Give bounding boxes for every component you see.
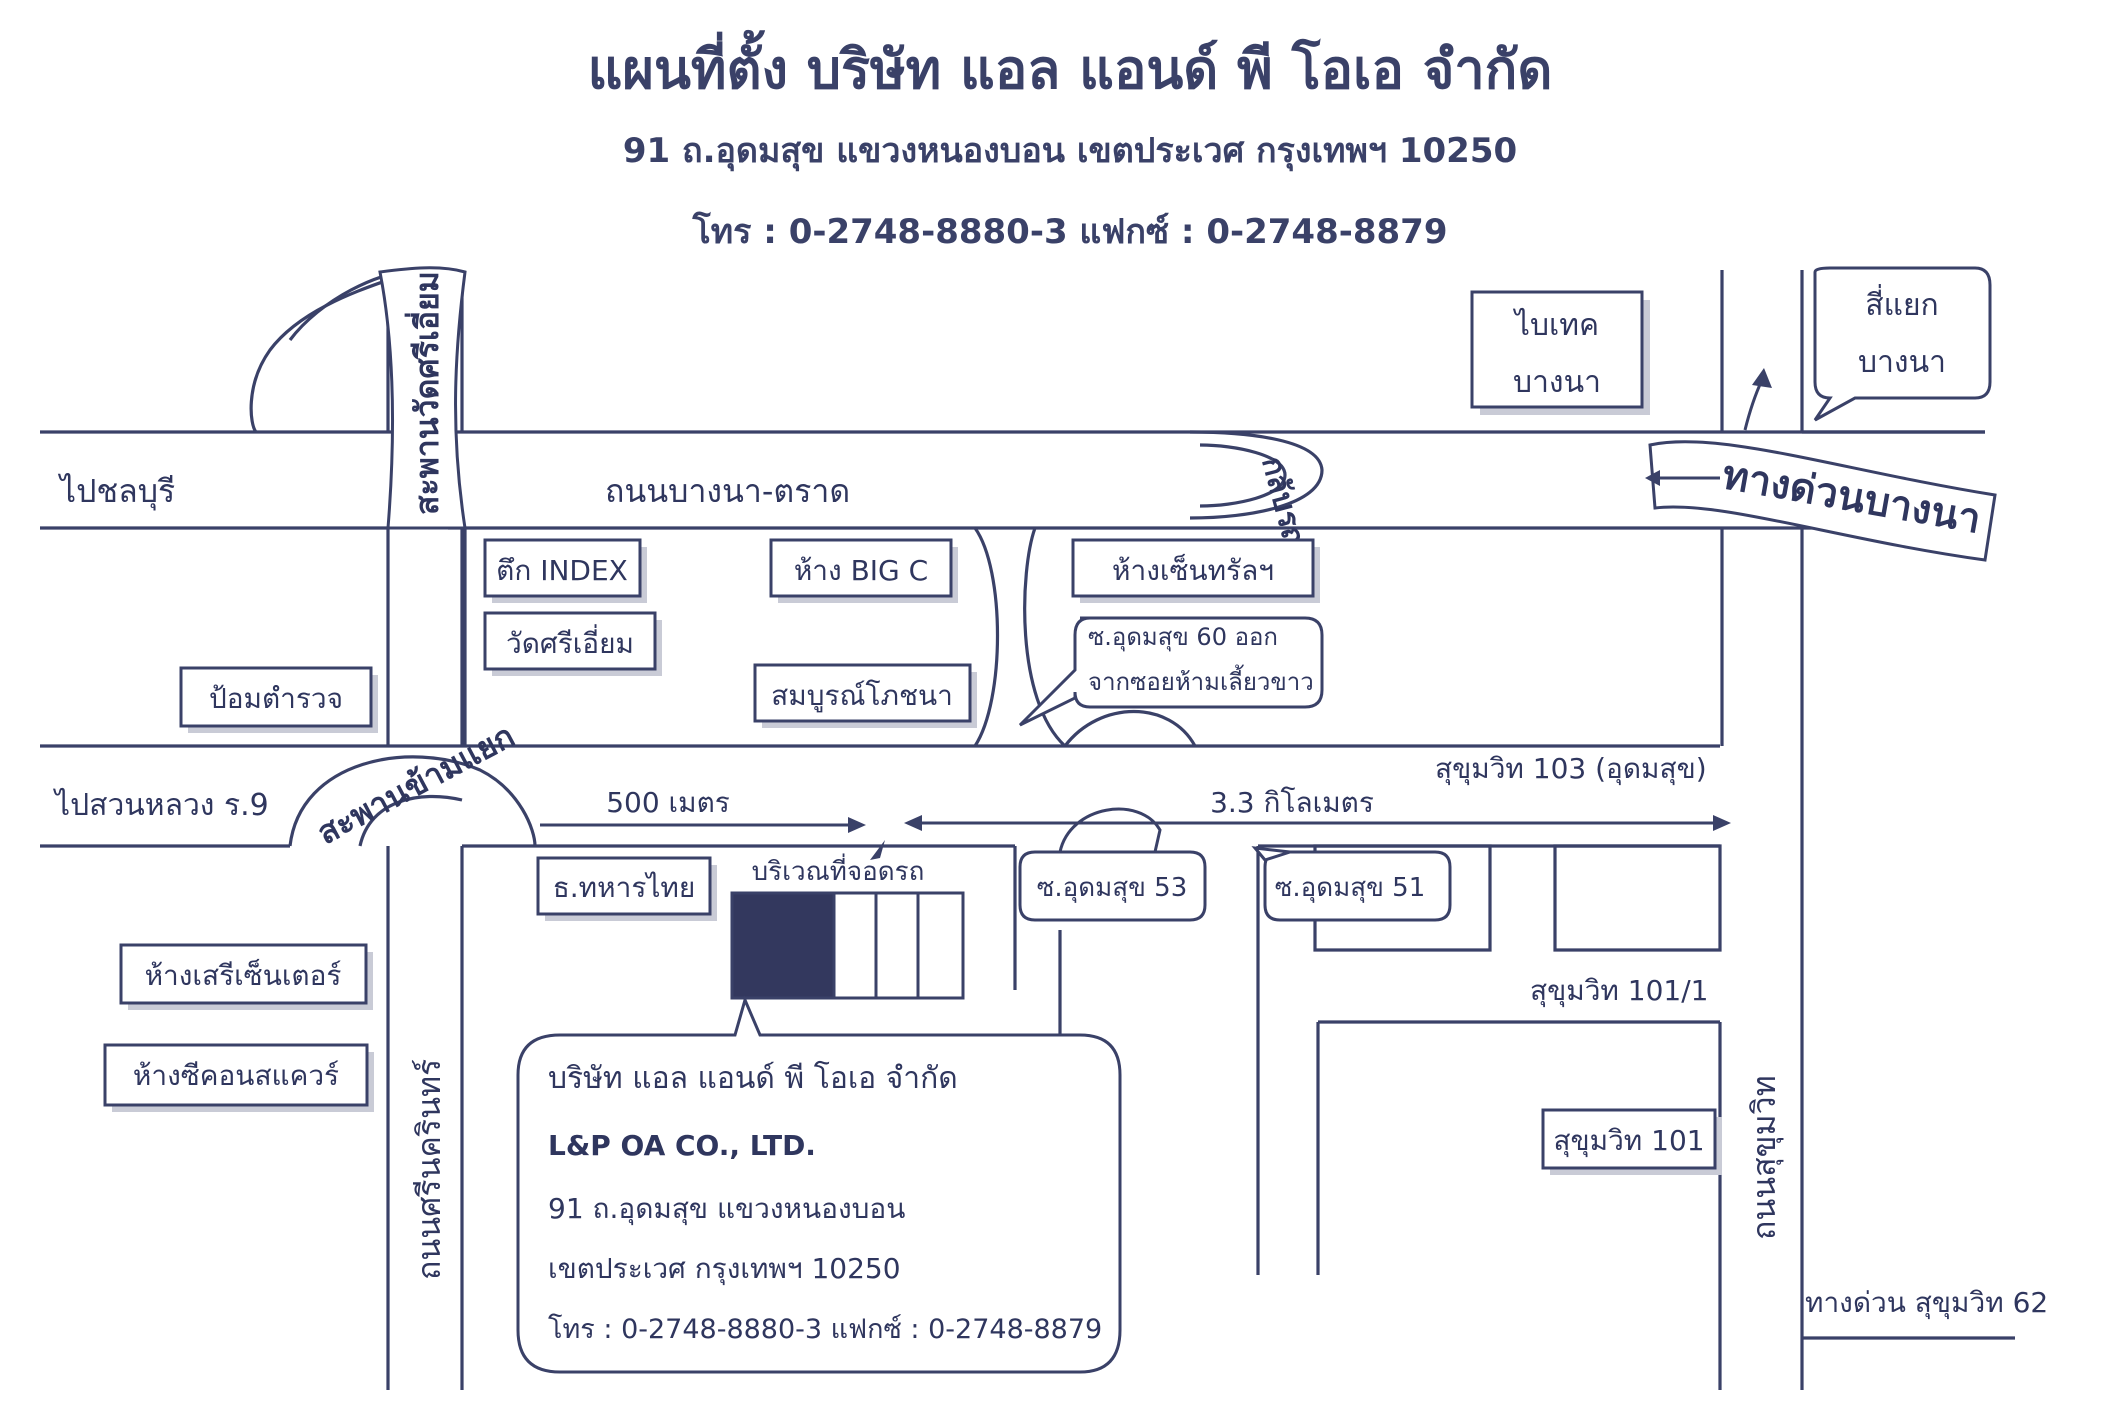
tmb-box: ธ.ทหารไทย xyxy=(536,856,717,921)
location-pin-icon xyxy=(870,840,885,860)
soi60-note-1: ซ.อุดมสุข 60 ออก xyxy=(1088,623,1278,652)
index-box: ตึก INDEX xyxy=(483,538,647,603)
sukhumvit-101-box: สุขุมวิท 101 xyxy=(1541,1108,1722,1175)
distance-500m: 500 เมตร xyxy=(606,786,730,819)
soi-53-callout: ซ.อุดมสุข 53 xyxy=(1018,807,1207,922)
company-address: 91 ถ.อุดมสุข แขวงหนองบอน เขตประเวศ กรุงเ… xyxy=(623,131,1517,172)
map-title: แผนที่ตั้ง บริษัท แอล แอนด์ พี โอเอ จำกั… xyxy=(588,30,1553,101)
to-chonburi-label: ไปชลบุรี xyxy=(57,472,175,511)
index-label: ตึก INDEX xyxy=(496,554,628,587)
wat-sri-iam-box: วัดศรีเอี่ยม xyxy=(483,611,662,676)
expressway-62-label: ทางด่วน สุขุมวิท 62 xyxy=(1805,1286,2048,1320)
soi-51-callout: ซ.อุดมสุข 51 xyxy=(1251,846,1452,922)
big-c-label: ห้าง BIG C xyxy=(794,554,928,587)
u-turn-inner xyxy=(1199,443,1287,508)
somboon-box: สมบูรณ์โภชนา xyxy=(753,663,977,728)
bangna-trad-label: ถนนบางนา-ตราด xyxy=(605,472,850,510)
sukhumvit-road-label: ถนนสุขุมวิท xyxy=(1745,1075,1784,1240)
bangna-junction-callout: สี่แยก บางนา xyxy=(1813,266,1992,422)
soi-53-label: ซ.อุดมสุข 53 xyxy=(1037,873,1188,903)
company-addr-2: เขตประเวศ กรุงเทพฯ 10250 xyxy=(548,1252,901,1286)
soi60-note: ซ.อุดมสุข 60 ออก จากซอยห้ามเลี้ยวขาว xyxy=(1018,616,1324,727)
big-c-box: ห้าง BIG C xyxy=(769,538,958,603)
police-box: ป้อมตำรวจ xyxy=(179,666,378,733)
company-callout: บริษัท แอล แอนด์ พี โอเอ จำกัด L&P OA CO… xyxy=(516,995,1122,1374)
distance-3-3km: 3.3 กิโลเมตร xyxy=(1210,786,1374,819)
bitec-box: ไบเทค บางนา xyxy=(1470,290,1650,415)
srinakarin-label: ถนนศรีนครินทร์ xyxy=(410,1059,448,1280)
to-suan-luang-label: ไปสวนหลวง ร.9 xyxy=(53,787,269,823)
seri-center-label: ห้างเสรีเซ็นเตอร์ xyxy=(145,958,342,992)
flyover-outer xyxy=(288,755,537,847)
parking-label: บริเวณที่จอดรถ xyxy=(752,853,925,887)
company-contact: โทร : 0-2748-8880-3 แฟกซ์ : 0-2748-8879 xyxy=(691,211,1447,252)
company-phone: โทร : 0-2748-8880-3 แฟกซ์ : 0-2748-8879 xyxy=(548,1313,1102,1345)
soi-51-label: ซ.อุดมสุข 51 xyxy=(1275,873,1426,903)
bangna-junction-label-1: สี่แยก xyxy=(1865,284,1938,323)
inner-block-curve xyxy=(973,527,1000,747)
inner-block-curve-2 xyxy=(1023,527,1067,748)
bangna-expressway-banner xyxy=(1648,440,1997,562)
wat-sri-iam-bridge-banner xyxy=(378,266,467,530)
company-building xyxy=(730,891,965,1000)
distance-3-3km-arrowhead-left xyxy=(904,815,922,831)
seacon-box: ห้างซีคอนสแควร์ xyxy=(103,1043,374,1112)
central-label: ห้างเซ็นทรัลฯ xyxy=(1112,553,1274,587)
tmb-label: ธ.ทหารไทย xyxy=(553,871,696,904)
company-addr-1: 91 ถ.อุดมสุข แขวงหนองบอน xyxy=(548,1192,905,1226)
bitec-label-1: ไบเทค xyxy=(1513,307,1599,343)
central-arc xyxy=(1063,709,1197,747)
seri-center-box: ห้างเสรีเซ็นเตอร์ xyxy=(119,943,373,1010)
wat-sri-iam-label: วัดศรีเอี่ยม xyxy=(506,624,634,660)
somboon-label: สมบูรณ์โภชนา xyxy=(771,679,953,713)
seacon-label: ห้างซีคอนสแควร์ xyxy=(133,1059,339,1092)
u-turn-shape xyxy=(1189,430,1324,520)
bitec-label-2: บางนา xyxy=(1513,365,1601,400)
soi60-note-2: จากซอยห้ามเลี้ยวขาว xyxy=(1088,664,1314,696)
company-name-en: L&P OA CO., LTD. xyxy=(548,1129,816,1162)
u-turn-label: กลับรถ xyxy=(1254,453,1311,549)
wat-sri-iam-bridge-label: สะพานวัดศรีเอี่ยม xyxy=(404,271,446,515)
central-box: ห้างเซ็นทรัลฯ xyxy=(1071,538,1320,603)
flyover-inner xyxy=(358,794,463,847)
soi-block-rect-2 xyxy=(1553,844,1722,952)
flyover-label: สะพานข้ามแยก xyxy=(311,716,521,852)
expressway-up-arrowhead xyxy=(1752,368,1772,388)
police-box-label: ป้อมตำรวจ xyxy=(209,682,343,715)
bangna-junction-label-2: บางนา xyxy=(1858,345,1946,380)
wat-sri-iam-bridge-loop xyxy=(249,278,389,434)
sukhumvit-103-label: สุขุมวิท 103 (อุดมสุข) xyxy=(1435,752,1707,786)
sukhumvit-101-1-label: สุขุมวิท 101/1 xyxy=(1530,974,1708,1008)
expressway-up-arrow xyxy=(1743,379,1764,431)
company-name-th: บริษัท แอล แอนด์ พี โอเอ จำกัด xyxy=(548,1060,958,1096)
distance-3-3km-arrowhead-right xyxy=(1713,815,1731,831)
distance-500m-arrowhead xyxy=(848,817,866,833)
expressway-left-arrowhead xyxy=(1645,470,1660,486)
sukhumvit-101-label: สุขุมวิท 101 xyxy=(1553,1124,1704,1158)
